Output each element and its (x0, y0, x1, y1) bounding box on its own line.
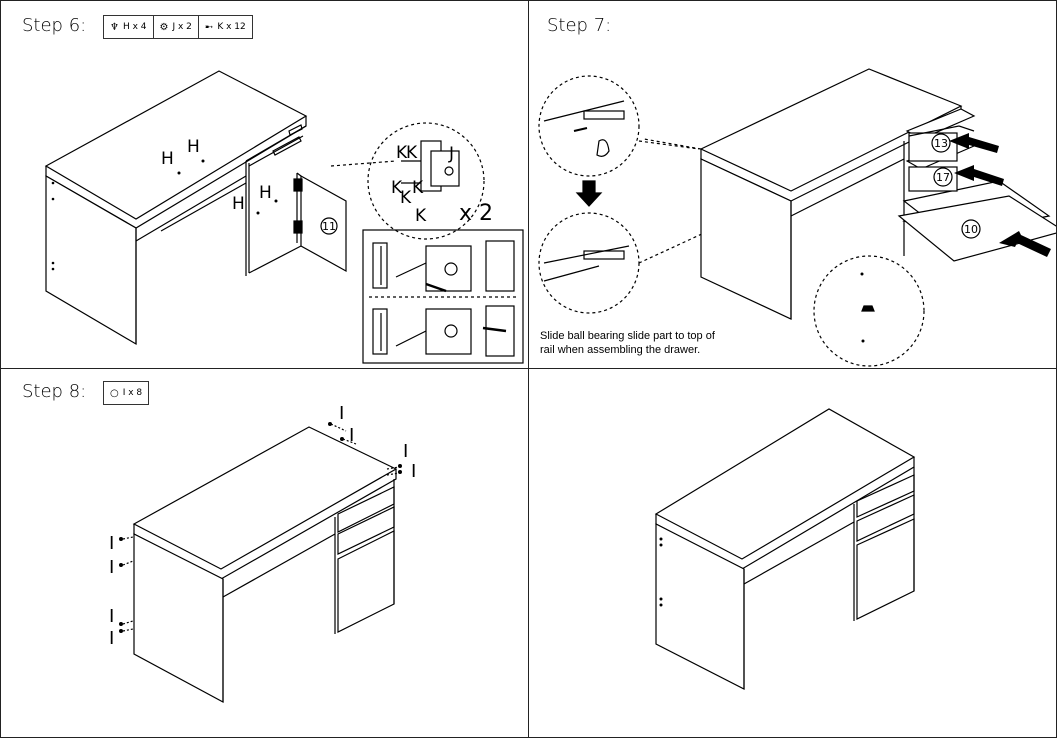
step-8-parts-box: ○ I x 8 (103, 381, 150, 405)
cam-lock-icon: ♆ (110, 21, 119, 33)
slide-detail-top (543, 100, 625, 157)
step-8-panel: Step 8: ○ I x 8 (0, 368, 529, 738)
label-i-4: I (411, 461, 416, 482)
part-k-label: K x 12 (217, 22, 246, 32)
label-panel-11: 11 (322, 220, 336, 233)
slide-callout-bottom (538, 212, 640, 314)
label-drawer-17: 17 (936, 171, 950, 184)
step-7-title: Step 7: (547, 15, 612, 36)
label-i-1: I (339, 403, 344, 424)
label-multiplier: x 2 (459, 201, 493, 226)
step-8-title: Step 8: (22, 381, 87, 402)
cam-icon (861, 305, 875, 312)
label-i-8: I (109, 628, 114, 649)
step-7-panel: Step 7: (528, 0, 1057, 369)
part-j-label: J x 2 (172, 22, 192, 32)
label-shelf-10: 10 (964, 223, 978, 236)
desk-final (654, 408, 916, 690)
final-illustration (654, 408, 916, 690)
slide-callout-top (538, 75, 640, 177)
part-i: ○ I x 8 (104, 382, 148, 404)
part-k: ➸ K x 12 (199, 16, 252, 38)
label-i-5: I (109, 533, 114, 554)
step-7-illustration: 13 17 10 (538, 68, 1056, 367)
final-holes (659, 537, 663, 607)
part-j: ⚙ J x 2 (154, 16, 199, 38)
part-h-label: H x 4 (122, 22, 147, 32)
label-j: J (448, 144, 454, 164)
final-assembly-panel (528, 368, 1057, 738)
down-arrow-icon (575, 180, 603, 207)
inset-top-hinge (372, 240, 515, 293)
label-i-3: I (403, 441, 408, 462)
label-k-1: K (396, 143, 408, 163)
cap-dots (119, 422, 402, 633)
rail-step6 (272, 136, 302, 156)
label-h-3: H (259, 183, 272, 203)
label-i-7: I (109, 606, 114, 627)
label-h-2: H (187, 137, 200, 157)
hinge-detail (401, 140, 460, 192)
panel-11-circle (320, 217, 338, 235)
step-6-title: Step 6: (22, 15, 87, 36)
step-6-panel: Step 6: ♆ H x 4 ⚙ J x 2 ➸ K x 12 (0, 0, 529, 369)
label-k-2: K (406, 143, 418, 163)
label-k-4: K (400, 188, 412, 208)
hinge-callout-circle (367, 122, 485, 240)
cam-callout (813, 255, 925, 367)
label-h-1: H (161, 149, 174, 169)
cam-holes (51, 159, 278, 271)
label-i-2: I (349, 425, 354, 446)
step-8-illustration: I I I I I I I I (109, 403, 416, 704)
desk-step7 (699, 68, 1051, 320)
slide-detail-bottom (543, 245, 630, 282)
screw-icon: ➸ (204, 21, 214, 33)
hinge-icon: ⚙ (159, 21, 169, 33)
desk-step6 (44, 70, 347, 346)
hinge-adjust-inset (362, 229, 524, 364)
callout-leader (330, 160, 397, 167)
caption-line-2: rail when assembling the drawer. (540, 344, 701, 356)
label-k-6: K (415, 206, 427, 226)
caps-dashes (122, 423, 400, 632)
part-h: ♆ H x 4 (104, 16, 154, 38)
label-k-3: K (391, 178, 403, 198)
label-17-circle (933, 167, 953, 187)
door-hinges (293, 178, 303, 234)
label-drawer-13: 13 (934, 137, 948, 150)
caption-line-1: Slide ball bearing slide part to top of (540, 330, 715, 342)
label-13-circle (931, 133, 951, 153)
step-6-parts-box: ♆ H x 4 ⚙ J x 2 ➸ K x 12 (103, 15, 253, 39)
step-7-caption: Slide ball bearing slide part to top of … (540, 329, 715, 357)
step-6-illustration: H H H H K K J K K K K x 2 11 (44, 70, 524, 364)
part-i-label: I x 8 (122, 388, 143, 398)
label-10-circle (961, 219, 981, 239)
label-h-4: H (232, 194, 245, 214)
insert-arrows (949, 133, 1051, 257)
inset-bottom-hinge (372, 305, 515, 357)
circle-cap-icon: ○ (110, 387, 119, 399)
desk-step8 (132, 426, 398, 704)
label-k-5: K (412, 178, 424, 198)
label-i-6: I (109, 557, 114, 578)
